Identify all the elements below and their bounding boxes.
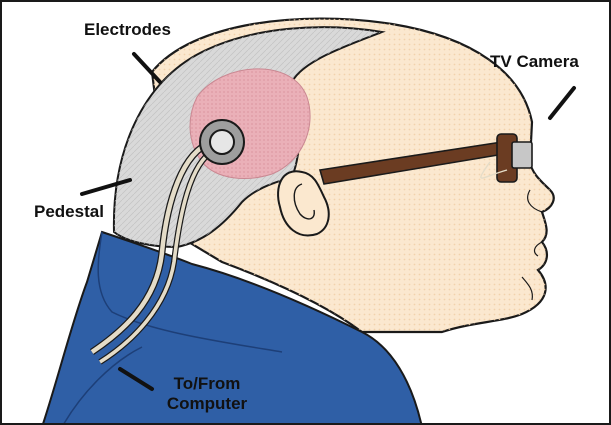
label-tv-camera: TV Camera bbox=[490, 52, 579, 72]
label-pedestal: Pedestal bbox=[34, 202, 104, 222]
pedestal-connector-icon bbox=[200, 120, 244, 164]
label-to-from-line2: Computer bbox=[152, 394, 262, 414]
label-electrodes: Electrodes bbox=[84, 20, 171, 40]
tv-camera-icon bbox=[512, 142, 532, 168]
pointer-tv-camera bbox=[550, 88, 574, 118]
label-to-from-computer: To/From Computer bbox=[152, 374, 262, 414]
label-to-from-line1: To/From bbox=[152, 374, 262, 394]
